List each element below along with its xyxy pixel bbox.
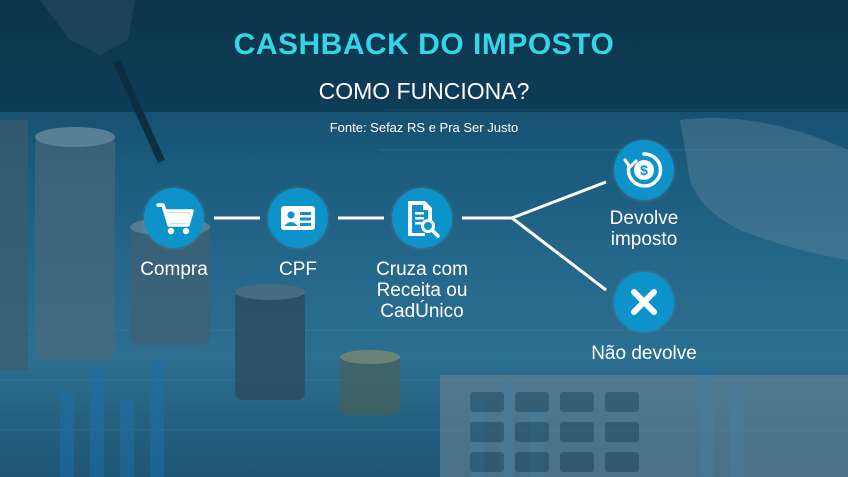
- x-icon: [631, 289, 657, 315]
- svg-text:$: $: [640, 162, 648, 178]
- step-compra-node: [144, 188, 204, 248]
- id-card-icon: [281, 206, 315, 230]
- outcome-nao-devolve-node: [614, 272, 674, 332]
- page-title: CASHBACK DO IMPOSTO: [233, 28, 615, 61]
- document-search-icon: [408, 201, 440, 238]
- money-refund-icon: $: [623, 152, 663, 188]
- title-band: [0, 0, 848, 112]
- shopping-cart-icon: [156, 203, 194, 235]
- outcome-devolve-label: Devolve imposto: [609, 208, 679, 250]
- step-compra-label: Compra: [140, 259, 208, 280]
- step-cruza-label: Cruza com Receita ou CadÚnico: [376, 259, 468, 322]
- page-subtitle: COMO FUNCIONA?: [318, 78, 530, 104]
- source-note: Fonte: Sefaz RS e Pra Ser Justo: [329, 120, 519, 135]
- step-cpf-node: [268, 188, 328, 248]
- step-cruza-node: [392, 188, 452, 248]
- outcome-devolve-node: $: [614, 140, 674, 200]
- step-cpf-label: CPF: [279, 259, 317, 280]
- outcome-nao-devolve-label: Não devolve: [591, 343, 697, 364]
- connector-branch-devolve: [511, 180, 607, 220]
- connector-branch-nao-devolve: [511, 216, 607, 292]
